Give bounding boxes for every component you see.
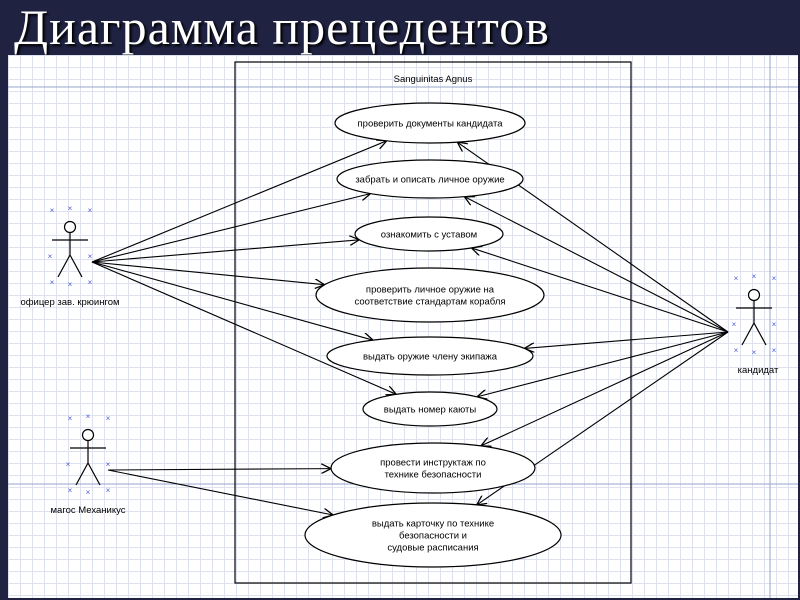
selection-handle-icon: × [772,274,777,283]
actor-head-icon [81,428,95,442]
use-case-diagram: Sanguinitas Agnus проверить документы ка… [8,55,798,598]
page-title: Диаграмма прецедентов [14,0,550,55]
actor-label: магос Механикус [51,505,126,516]
use-case-ellipse[interactable] [304,502,562,568]
association-candidate-uc2[interactable] [464,197,729,333]
association-officer-uc4[interactable] [91,261,325,285]
association-magos-uc8[interactable] [107,469,333,515]
use-cases-layer: проверить документы кандидата забрать и о… [304,102,562,568]
use-case-label: технике безопасности [385,470,482,481]
use-case-uc6[interactable]: выдать номер каюты [362,391,498,427]
association-candidate-uc7[interactable] [481,331,729,446]
system-boundary[interactable] [234,61,632,584]
actors-layer: × × × × × × × × офицер зав. крюингом × × × × × × × × канд… [20,204,779,516]
use-case-label: выдать оружие члену экипажа [363,352,498,363]
association-officer-uc2[interactable] [91,194,371,263]
association-officer-uc6[interactable] [91,261,396,394]
use-case-label: ознакомить с уставом [381,230,477,241]
use-case-label: выдать номер каюты [384,405,477,416]
actor-officer[interactable]: × × × × × × × × офицер зав. крюингом [20,204,119,308]
use-case-label: судовые расписания [387,543,478,554]
actor-label: офицер зав. крюингом [20,297,119,308]
actor-label: кандидат [738,365,779,376]
use-case-ellipse[interactable] [330,442,536,494]
selection-handle-icon: × [86,412,91,421]
actor-head-icon [63,220,77,234]
use-case-label: проверить документы кандидата [358,119,504,130]
use-case-ellipse[interactable] [336,159,524,199]
selection-handle-icon: × [48,252,53,261]
selection-handle-icon: × [68,204,73,213]
selection-handle-icon: × [50,278,55,287]
selection-handle-icon: × [732,320,737,329]
selection-handle-icon: × [106,486,111,495]
system-name: Sanguinitas Agnus [394,74,473,85]
use-case-ellipse[interactable] [362,391,498,427]
selection-handle-icon: × [772,320,777,329]
selection-handle-icon: × [88,278,93,287]
selection-handle-icon: × [106,414,111,423]
association-officer-uc1[interactable] [91,141,387,263]
selection-handle-icon: × [772,346,777,355]
association-candidate-uc3[interactable] [471,248,729,333]
actor-body-icon [736,300,772,346]
diagram-canvas: Sanguinitas Agnus проверить документы ка… [8,55,798,598]
selection-handle-icon: × [734,274,739,283]
use-case-label: забрать и описать личное оружие [355,175,504,186]
selection-handle-icon: × [50,206,55,215]
actor-body-icon [70,440,106,486]
use-case-ellipse[interactable] [334,102,526,144]
association-officer-uc3[interactable] [91,240,359,263]
use-case-uc5[interactable]: выдать оружие члену экипажа [326,336,534,376]
actor-candidate[interactable]: × × × × × × × × кандидат [732,272,779,376]
selection-handle-icon: × [68,414,73,423]
association-candidate-uc6[interactable] [477,331,729,397]
use-case-label: безопасности и [399,531,467,542]
selection-handle-icon: × [66,460,71,469]
selection-handle-icon: × [106,460,111,469]
selection-handle-icon: × [68,486,73,495]
use-case-label: провести инструктаж по [380,458,486,469]
association-magos-uc7[interactable] [107,469,331,470]
use-case-ellipse[interactable] [354,216,504,252]
association-candidate-uc5[interactable] [524,331,729,348]
use-case-label: проверить личное оружие на [366,285,495,296]
use-case-label: соответствие стандартам корабля [354,297,505,308]
selection-handle-icon: × [734,346,739,355]
selection-handle-icon: × [68,280,73,289]
use-case-uc3[interactable]: ознакомить с уставом [354,216,504,252]
use-case-label: выдать карточку по технике [372,519,494,530]
selection-handle-icon: × [88,252,93,261]
actor-magos[interactable]: × × × × × × × × магос Механикус [51,412,126,516]
use-case-ellipse[interactable] [326,336,534,376]
selection-handle-icon: × [86,488,91,497]
association-officer-uc5[interactable] [91,261,373,340]
selection-handle-icon: × [752,348,757,357]
actor-head-icon [747,288,761,302]
use-case-uc1[interactable]: проверить документы кандидата [334,102,526,144]
use-case-ellipse[interactable] [315,267,545,323]
selection-handle-icon: × [88,206,93,215]
use-case-uc2[interactable]: забрать и описать личное оружие [336,159,524,199]
actor-body-icon [52,232,88,278]
selection-handle-icon: × [752,272,757,281]
